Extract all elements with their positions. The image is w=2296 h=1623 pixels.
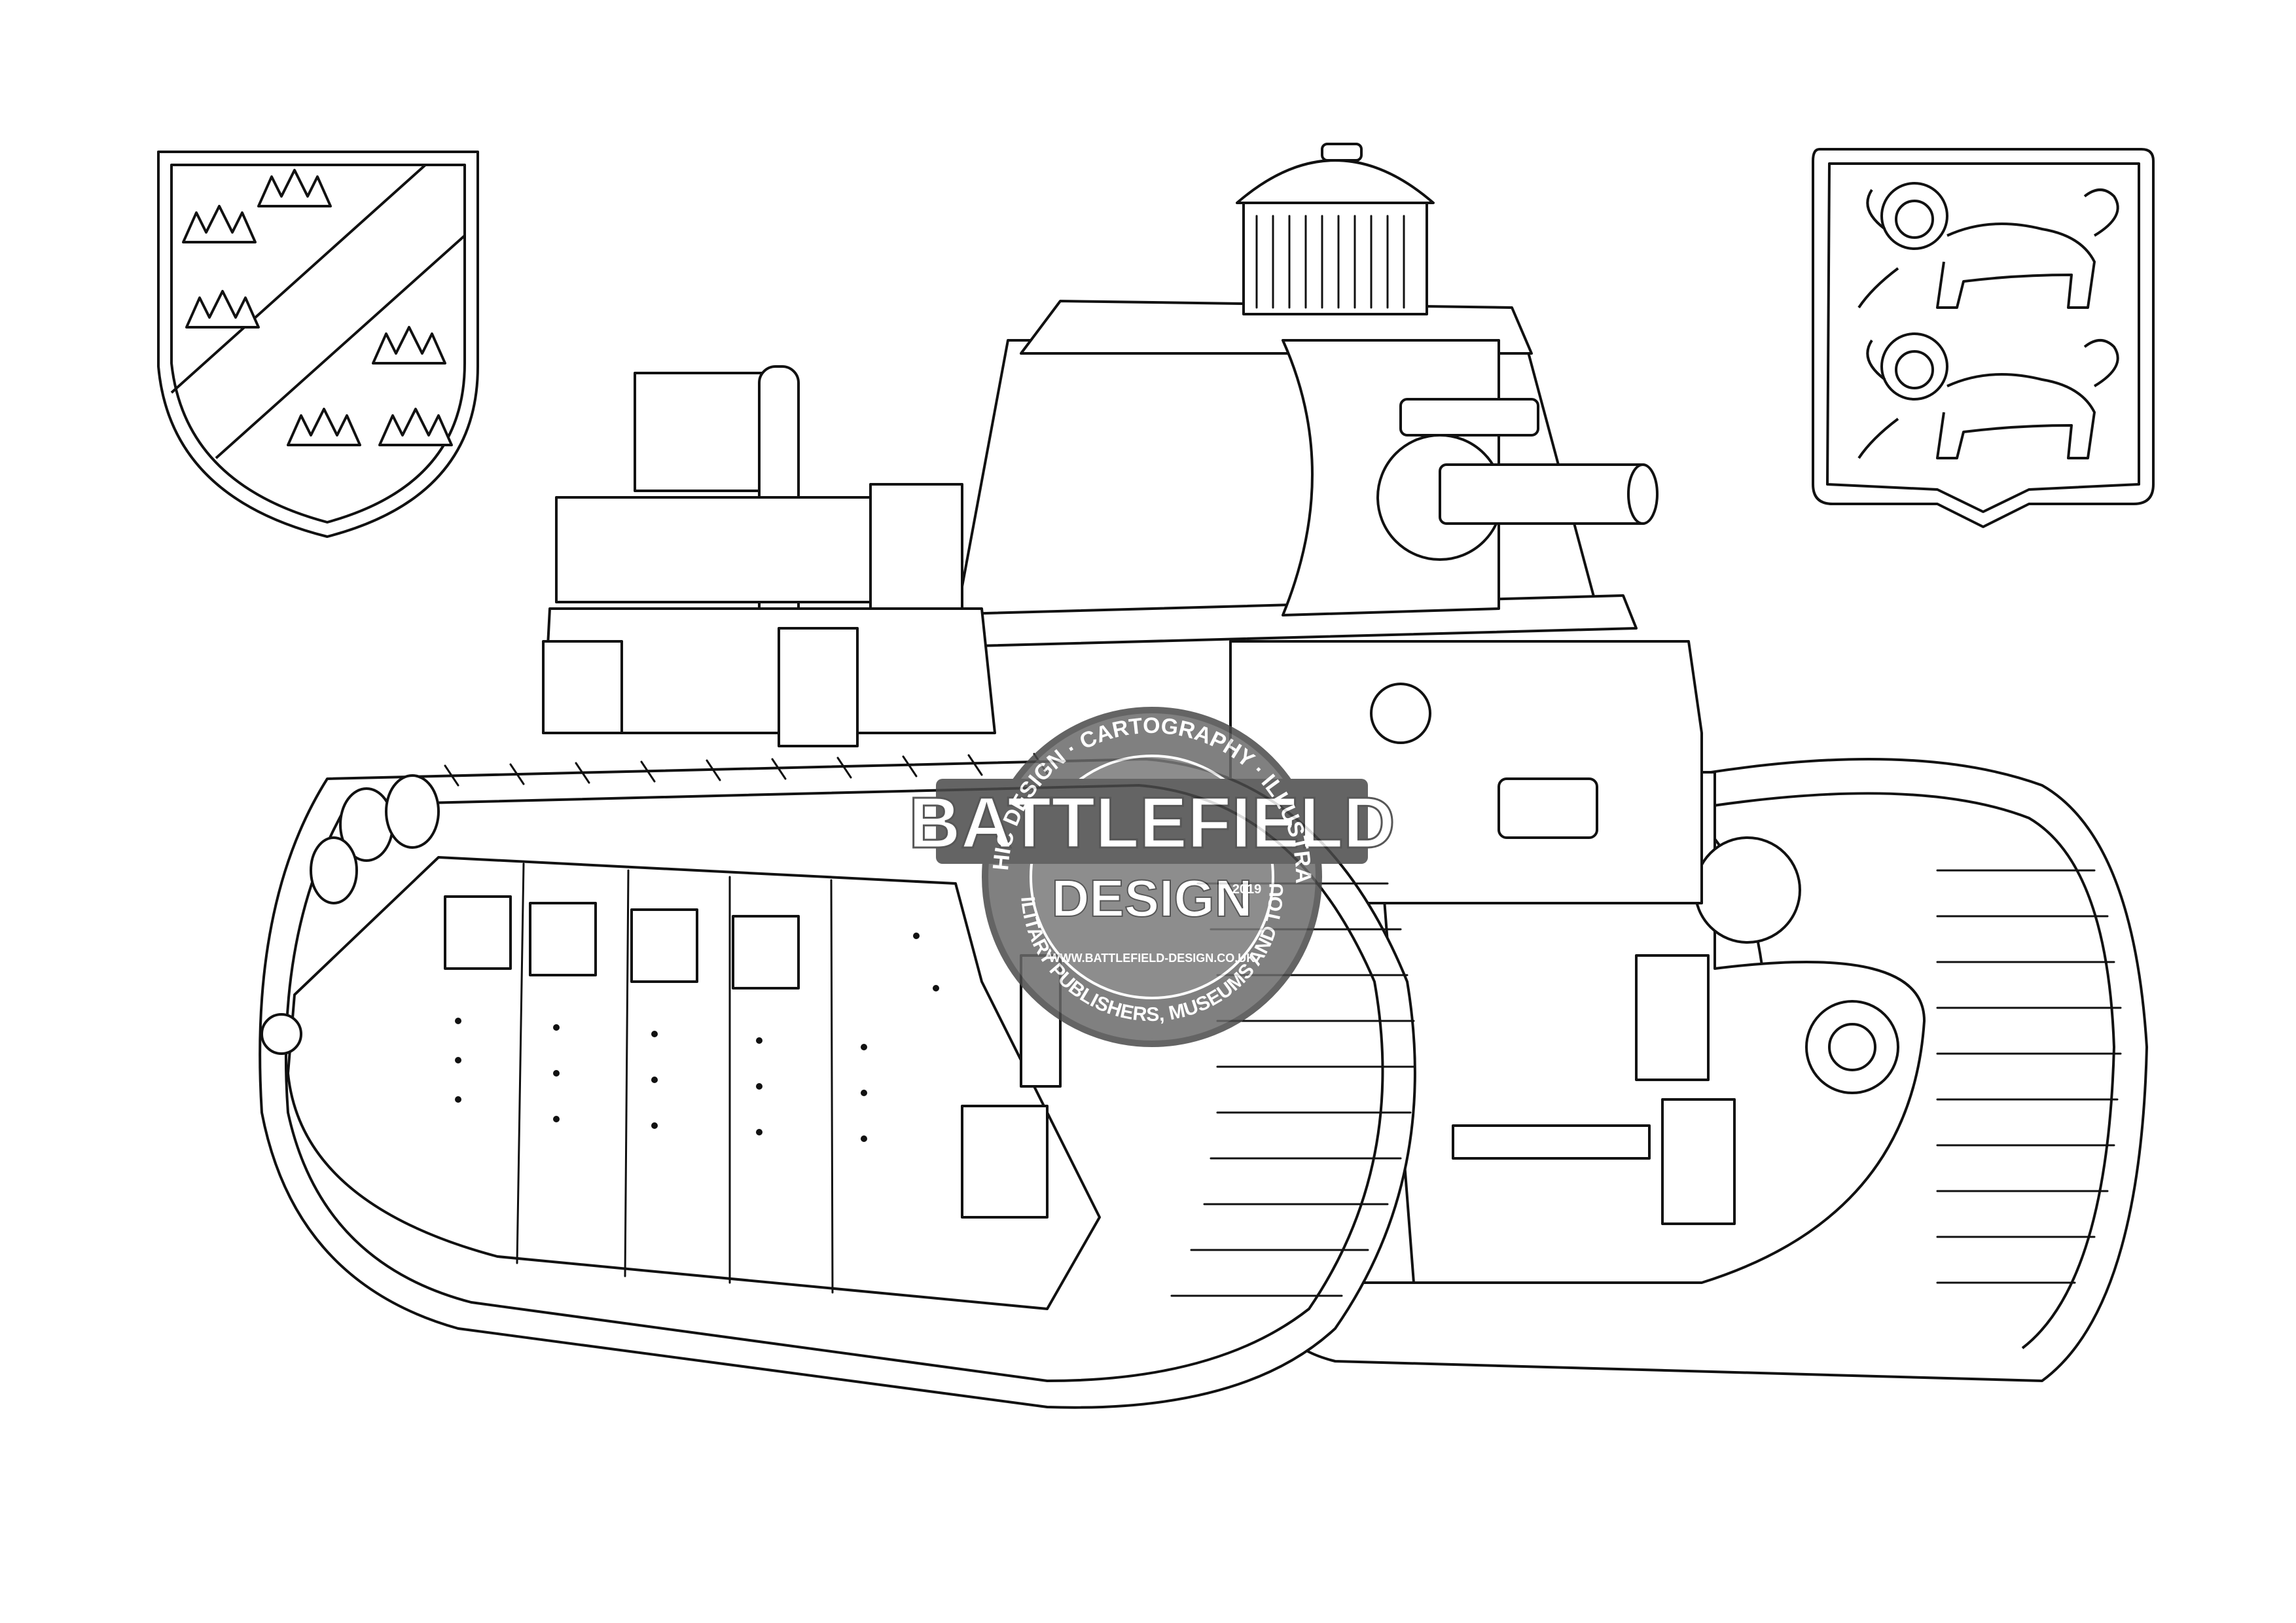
side-panel-seams	[516, 863, 834, 1294]
cupola-vents	[1255, 215, 1405, 309]
lion-icon	[1857, 182, 2119, 459]
engine-deck	[542, 365, 996, 747]
tank-drawing	[259, 143, 2148, 1409]
hull-rivets	[455, 933, 939, 1142]
headlight-right	[385, 774, 440, 849]
turret	[902, 143, 1659, 649]
shield-right-outline	[1812, 148, 2155, 528]
seal-year: 2019	[1232, 882, 1262, 897]
seal-brand-line-1: BATTLEFIELD	[908, 783, 1395, 863]
front-track-links	[444, 753, 1415, 1297]
hull-side-armor	[287, 856, 1101, 1310]
coat-of-arms-right	[1812, 148, 2155, 528]
coat-of-arms-left	[157, 151, 479, 538]
seal-website: WWW.BATTLEFIELD-DESIGN.CO.UK	[1049, 952, 1255, 965]
cupola-dome	[1236, 159, 1435, 204]
crown-icon	[182, 169, 453, 446]
rear-track-links	[1936, 869, 2122, 1284]
main-gun-barrel	[1439, 463, 1651, 525]
vision-ports	[444, 895, 800, 990]
seal-brand-line-2: DESIGN	[1052, 869, 1253, 927]
cupola-base	[1242, 202, 1428, 315]
